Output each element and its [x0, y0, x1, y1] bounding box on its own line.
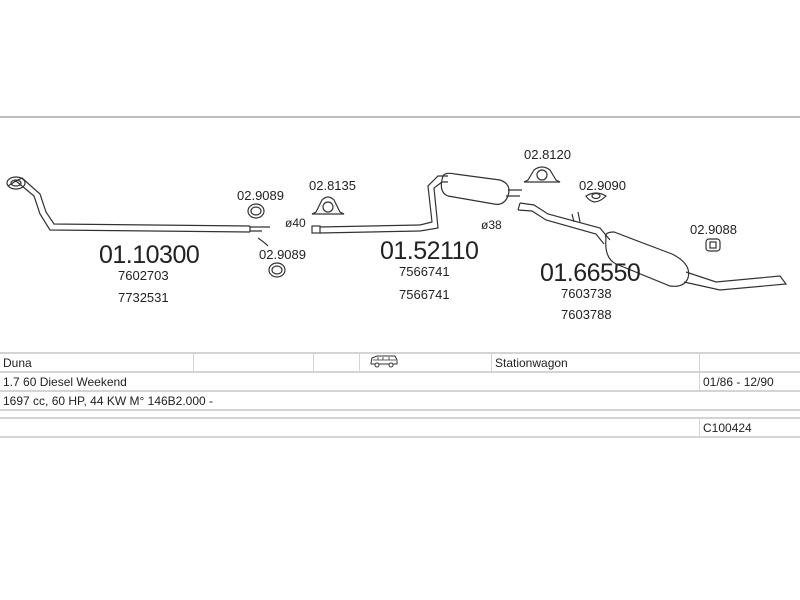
connector-40-drawing [311, 224, 421, 234]
body-type-cell: Stationwagon [491, 352, 700, 373]
front-pipe-oem-2: 7732531 [118, 290, 169, 305]
rubber-mount-drawing [585, 192, 607, 203]
table-row: C100424 [0, 417, 800, 438]
hanger-mid-drawing [523, 166, 561, 183]
centre-silencer-part-number[interactable]: 01.52110 [380, 237, 479, 265]
front-pipe-oem-1: 7602703 [118, 268, 169, 283]
gasket-drawing [311, 196, 345, 215]
model-cell: Duna [0, 352, 194, 373]
vehicle-info-table: Duna Stationwagon 1.7 60 Diesel Weekend … [0, 352, 800, 438]
diameter-38-label: ø38 [481, 218, 502, 232]
spec-cell: 1697 cc, 60 HP, 44 KW M° 146B2.000 - [0, 390, 800, 411]
clamp-upper-part-number[interactable]: 02.9089 [237, 188, 284, 203]
clamp-lower-drawing [257, 237, 286, 278]
empty-cell [313, 352, 360, 373]
clamp-lower-part-number[interactable]: 02.9089 [259, 247, 306, 262]
years-cell: 01/86 - 12/90 [699, 371, 800, 392]
table-row: Duna Stationwagon [0, 352, 800, 373]
clamp-upper-drawing [247, 203, 265, 219]
centre-silencer-oem-2: 7566741 [399, 287, 450, 302]
rear-silencer-part-number[interactable]: 01.66550 [540, 259, 641, 287]
table-row: 1697 cc, 60 HP, 44 KW M° 146B2.000 - [0, 390, 800, 411]
centre-silencer-drawing [419, 172, 522, 232]
rear-silencer-oem-2: 7603788 [561, 307, 612, 322]
hanger-mid-part-number[interactable]: 02.8120 [524, 147, 571, 162]
diameter-40-label: ø40 [285, 216, 306, 230]
empty-cell [0, 409, 800, 419]
rear-mount-drawing [705, 238, 721, 252]
exhaust-diagram [6, 166, 788, 291]
front-pipe-drawing [6, 176, 270, 233]
code-cell: C100424 [699, 417, 800, 438]
body-icon-cell [359, 352, 492, 373]
empty-cell [193, 352, 314, 373]
front-pipe-part-number[interactable]: 01.10300 [99, 241, 200, 269]
rubber-mount-part-number[interactable]: 02.9090 [579, 178, 626, 193]
rear-mount-part-number[interactable]: 02.9088 [690, 222, 737, 237]
rear-silencer-oem-1: 7603738 [561, 286, 612, 301]
empty-cell [699, 352, 800, 373]
car-icon [369, 354, 399, 371]
table-row [0, 409, 800, 419]
gasket-part-number[interactable]: 02.8135 [309, 178, 356, 193]
centre-silencer-oem-1: 7566741 [399, 264, 450, 279]
engine-cell: 1.7 60 Diesel Weekend [0, 371, 700, 392]
empty-cell [0, 417, 700, 438]
rear-silencer-drawing [517, 202, 788, 291]
table-row: 1.7 60 Diesel Weekend 01/86 - 12/90 [0, 371, 800, 392]
top-divider [0, 116, 800, 118]
